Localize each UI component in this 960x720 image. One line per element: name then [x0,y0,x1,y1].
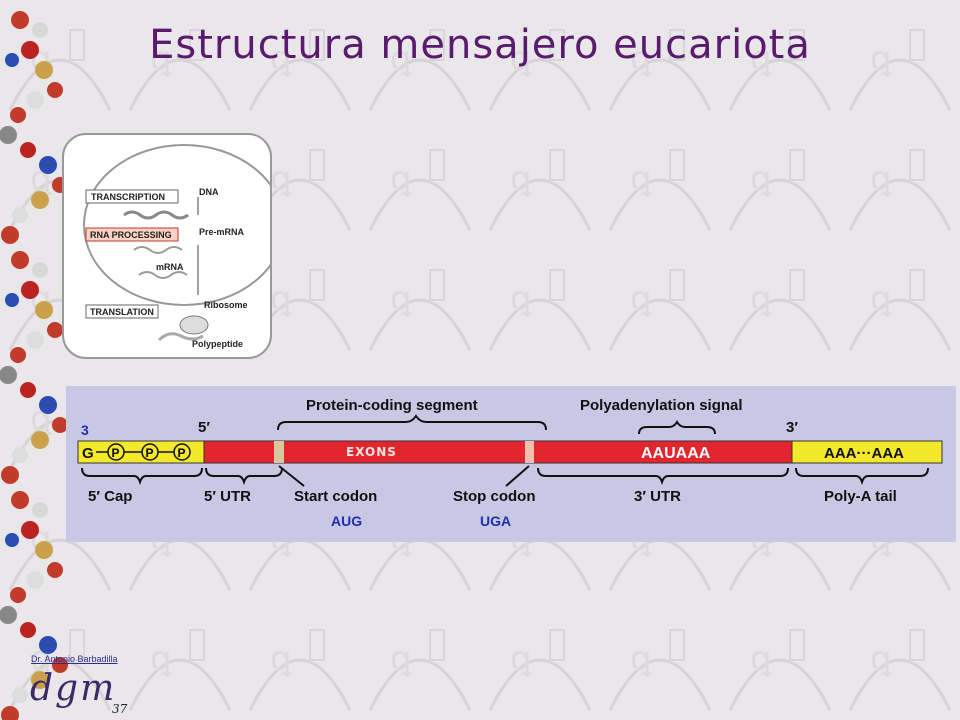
step-rna-processing: RNA PROCESSING [90,230,172,240]
slide-title: Estructura mensajero eucariota [149,22,811,68]
label-three-prime-utr: 3′ UTR [634,488,681,505]
label-protein-coding-segment: Protein-coding segment [306,397,478,414]
label-exons: EXONS [346,445,397,459]
author-link[interactable]: Dr. Antonio Barbadilla [31,654,118,664]
step-transcription: TRANSCRIPTION [91,192,165,202]
svg-text:P: P [112,446,120,460]
poly-a-segment [791,440,943,464]
label-three-prime: 3′ [786,419,798,436]
label-polypeptide: Polypeptide [192,339,243,349]
svg-text:P: P [178,446,186,460]
phosphate-group-2: P [141,443,159,461]
stop-codon-marker [525,441,534,463]
label-ribosome: Ribosome [204,300,248,310]
start-codon-marker [274,441,284,463]
dna-strand [123,210,189,220]
label-five-prime-cap: 5′ Cap [88,488,132,505]
label-five-prime: 5′ [198,419,210,436]
slide-number: 37 [112,702,128,716]
label-stop-codon: Stop codon [453,488,536,505]
svg-text:P: P [146,446,154,460]
label-mrna: mRNA [156,262,184,272]
mrna-structure-diagram: 3 5′ Protein-coding segment Polyadenylat… [66,386,956,542]
label-uga: UGA [480,513,511,529]
label-g: G [82,445,94,462]
label-3: 3 [81,422,89,438]
label-aauaaa: AAUAAA [641,445,711,462]
label-pre-mrna: Pre-mRNA [199,227,245,237]
label-polyadenylation-signal: Polyadenylation signal [580,397,743,414]
dgm-logo: dgm [30,668,117,709]
step-translation: TRANSLATION [90,307,154,317]
label-start-codon: Start codon [294,488,377,505]
dna-helix-decoration [0,11,68,720]
label-dna: DNA [199,187,219,197]
label-five-prime-utr: 5′ UTR [204,488,251,505]
phosphate-group-1: P [107,443,125,461]
phosphate-group-3: P [173,443,191,461]
cell-process-diagram: TRANSCRIPTION RNA PROCESSING TRANSLATION… [62,133,272,359]
label-aug: AUG [331,513,362,529]
label-poly-a-tail: Poly-A tail [824,488,897,505]
label-poly-a-sequence: AAA···AAA [824,445,904,462]
